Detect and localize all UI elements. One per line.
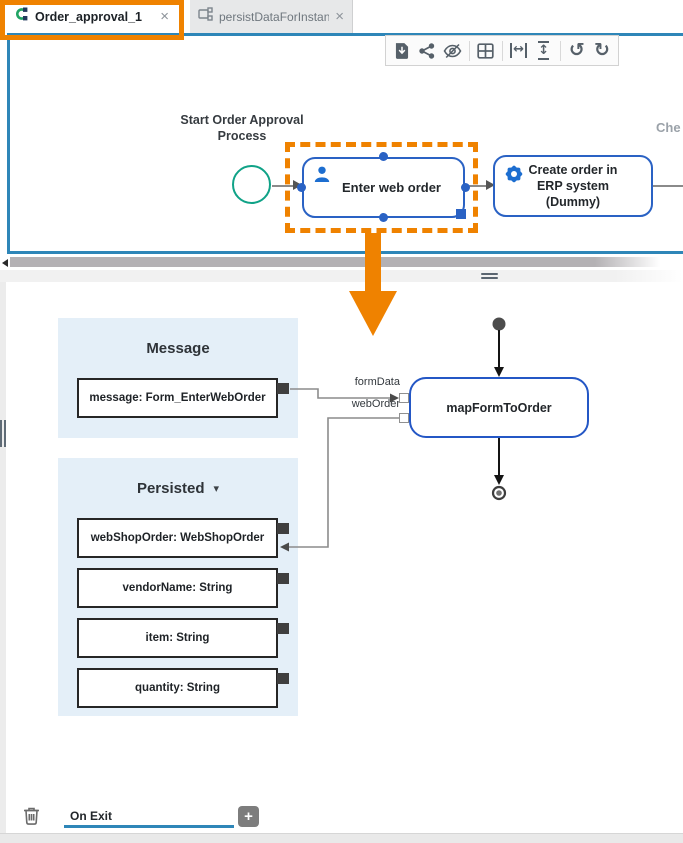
service-task-create-order[interactable]: Create order in ERP system (Dummy): [493, 155, 653, 217]
selection-handle[interactable]: [461, 183, 470, 192]
input-port-weborder[interactable]: [399, 413, 409, 423]
field-vendorname[interactable]: vendorName: String: [77, 568, 278, 608]
sequence-flow: [652, 185, 683, 187]
gear-icon: [504, 164, 524, 188]
sequence-flow: [272, 185, 293, 187]
selection-handle[interactable]: [379, 152, 388, 161]
splitter-grip[interactable]: [481, 273, 498, 275]
canvas-toolbar: ↔ ↕ ↺ ↻: [385, 35, 619, 66]
close-icon[interactable]: ×: [335, 8, 344, 25]
field-webshoporder[interactable]: webShopOrder: WebShopOrder: [77, 518, 278, 558]
hide-preview-icon[interactable]: [441, 38, 463, 63]
close-icon[interactable]: ×: [160, 8, 169, 25]
toolbar-divider: [559, 40, 561, 61]
tab-order-approval[interactable]: Order_approval_1 ×: [5, 0, 178, 33]
process-canvas[interactable]: [7, 33, 683, 254]
tab-label: Order_approval_1: [35, 9, 142, 24]
task-label: Create order in ERP system (Dummy): [528, 163, 618, 209]
splitter-grip[interactable]: [481, 277, 498, 279]
undo-icon[interactable]: ↺: [568, 39, 585, 61]
trash-icon[interactable]: [23, 806, 40, 830]
input-port-formdata[interactable]: [399, 393, 409, 403]
start-event-label: Start Order Approval Process: [180, 113, 304, 143]
toolbar-divider: [468, 40, 470, 61]
side-panel-collapsed: [0, 282, 6, 833]
connector-square[interactable]: [277, 523, 289, 534]
connector-square[interactable]: [277, 673, 289, 684]
mapping-node[interactable]: mapFormToOrder: [409, 377, 589, 438]
add-tab-button[interactable]: +: [238, 806, 259, 827]
connector-square[interactable]: [277, 383, 289, 394]
sequence-flow: [469, 185, 486, 187]
share-icon[interactable]: [416, 38, 438, 63]
grid-layout-icon[interactable]: [474, 38, 496, 63]
connector-square[interactable]: [277, 573, 289, 584]
tab-label: persistDataForInstan…: [219, 9, 330, 24]
side-splitter-grip[interactable]: [3, 420, 6, 447]
chevron-down-icon[interactable]: ▾: [213, 482, 220, 495]
field-item[interactable]: item: String: [77, 618, 278, 658]
window-bottom-edge: [0, 833, 683, 843]
selection-handle[interactable]: [379, 213, 388, 222]
user-icon: [313, 166, 332, 186]
user-task-enter-web-order[interactable]: Enter web order: [302, 157, 465, 218]
panel-title: Message: [146, 340, 210, 357]
tab-persist-data[interactable]: persistDataForInstan… ×: [190, 0, 353, 33]
port-label-weborder: webOrder: [351, 398, 400, 410]
persisted-panel: Persisted▾ webShopOrder: WebShopOrder ve…: [58, 458, 298, 716]
active-tab-underline: [64, 825, 234, 828]
fragment-icon: [198, 7, 213, 26]
scroll-left-icon[interactable]: [2, 259, 8, 267]
field-message[interactable]: message: Form_EnterWebOrder: [77, 378, 278, 418]
truncated-task-label: Che: [656, 120, 681, 135]
side-splitter-grip[interactable]: [0, 420, 2, 447]
toolbar-divider: [501, 40, 503, 61]
start-event-circle[interactable]: [232, 165, 271, 204]
field-quantity[interactable]: quantity: String: [77, 668, 278, 708]
tab-on-exit[interactable]: On Exit: [70, 809, 113, 823]
connector-square[interactable]: [277, 623, 289, 634]
process-diagram-icon: [14, 7, 28, 26]
fit-width-icon[interactable]: ↔: [507, 38, 529, 63]
redo-icon[interactable]: ↻: [594, 39, 610, 61]
port-label-formdata: formData: [354, 376, 400, 388]
message-panel: Message message: Form_EnterWebOrder: [58, 318, 298, 438]
panel-title: Persisted▾: [136, 480, 220, 497]
sequence-flow-arrowhead: [486, 180, 495, 190]
selection-resize-handle[interactable]: [456, 209, 466, 219]
pane-splitter[interactable]: [0, 270, 683, 282]
horizontal-scrollbar[interactable]: [10, 257, 660, 267]
editor-tab-bar: Order_approval_1 × persistDataForInstan……: [0, 0, 683, 33]
fit-height-icon[interactable]: ↕: [538, 41, 550, 60]
export-file-icon[interactable]: [391, 38, 413, 63]
task-label: Enter web order: [342, 180, 441, 195]
selection-handle[interactable]: [297, 183, 306, 192]
